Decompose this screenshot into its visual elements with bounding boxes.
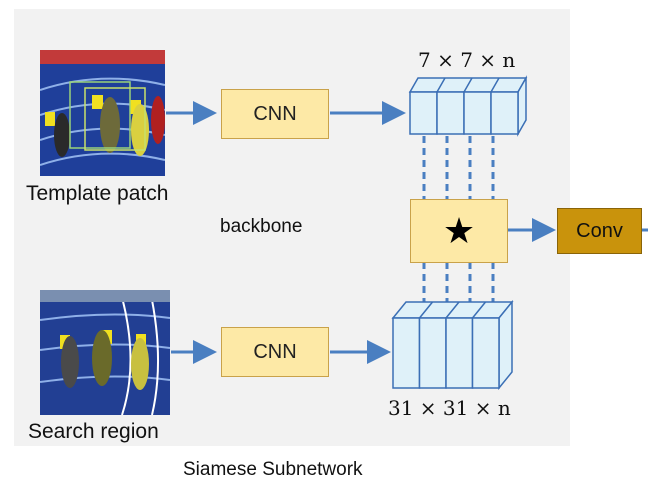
search-feature-map (391, 299, 514, 391)
template-patch-label: Template patch (26, 182, 169, 205)
bottom-feature-dims-label: 31 × 31 × n (388, 396, 511, 420)
cnn-top-box: CNN (221, 89, 329, 139)
conv-box: Conv (557, 208, 642, 254)
cnn-bottom-box: CNN (221, 327, 329, 377)
backbone-label: backbone (220, 216, 303, 237)
top-feature-dims-label: 7 × 7 × n (418, 48, 516, 72)
cnn-bottom-label: CNN (253, 340, 297, 363)
template-feature-map (408, 75, 528, 137)
subnetwork-label: Siamese Subnetwork (183, 459, 363, 480)
top-dashed-connectors (422, 136, 495, 200)
template-patch-image (40, 50, 165, 176)
conv-label: Conv (576, 219, 623, 242)
star-icon: ★ (442, 210, 476, 251)
correlation-box: ★ (410, 199, 508, 263)
cnn-top-label: CNN (253, 102, 297, 125)
search-region-label: Search region (28, 420, 159, 443)
search-region-image (40, 290, 170, 415)
